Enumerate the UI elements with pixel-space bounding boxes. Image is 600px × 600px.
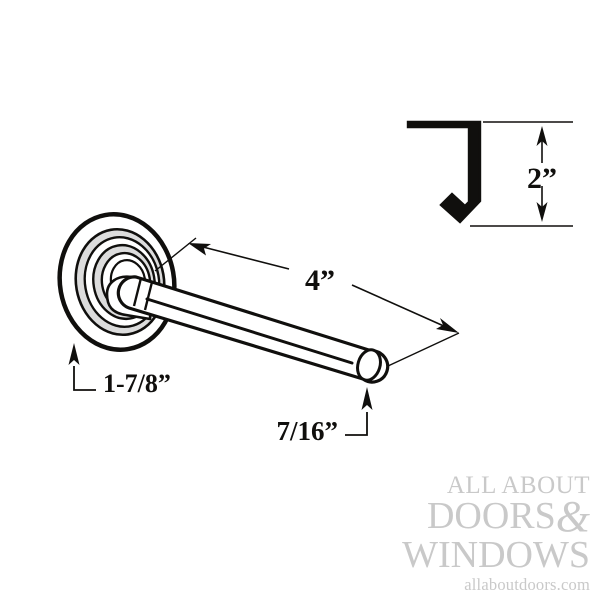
leader-elbow xyxy=(345,412,368,436)
collar-ring-1 xyxy=(132,277,143,307)
watermark-line-all-about: ALL ABOUT xyxy=(446,472,590,500)
watermark-ampersand: & xyxy=(555,492,590,542)
collar-ring-2 xyxy=(143,281,154,311)
watermark-url: allaboutdoors.com xyxy=(464,574,590,594)
dimension-channel-height: 2” xyxy=(470,121,573,227)
arrowhead-down xyxy=(536,202,548,222)
j-channel-outline xyxy=(406,120,482,224)
watermark-word-doors: DOORS xyxy=(426,495,556,538)
watermark-logo: ALL ABOUT DOORS& WINDOWS allaboutdoors.c… xyxy=(374,472,590,594)
dimension-line-right xyxy=(351,284,447,328)
arrowhead-up xyxy=(361,387,373,410)
watermark-line-windows: WINDOWS xyxy=(402,533,590,576)
arrowhead-right xyxy=(436,318,459,333)
arrowhead-up xyxy=(68,343,80,365)
dimension-rosette-diameter: 1-7/8” xyxy=(68,343,171,398)
j-channel-profile xyxy=(406,120,482,224)
dimension-line-left xyxy=(202,246,290,270)
dimension-lever-length: 4” xyxy=(154,237,460,367)
watermark-line-doors-amp: DOORS& xyxy=(374,495,590,539)
dimension-rod-diameter: 7/16” xyxy=(276,387,373,446)
lever-rod-end-cap xyxy=(356,348,382,382)
leader-elbow xyxy=(73,366,96,391)
dimension-label-channel-height: 2” xyxy=(527,162,557,195)
lever-arm-rod xyxy=(105,275,390,384)
arrowhead-left xyxy=(188,243,211,256)
lever-rod-highlight xyxy=(145,297,354,365)
dimension-label-rosette-diameter: 1-7/8” xyxy=(103,369,171,398)
dimension-label-lever-length: 4” xyxy=(305,264,335,297)
arrowhead-up xyxy=(536,126,548,146)
dimension-label-rod-diameter: 7/16” xyxy=(276,416,338,446)
extension-line-right xyxy=(387,332,460,367)
